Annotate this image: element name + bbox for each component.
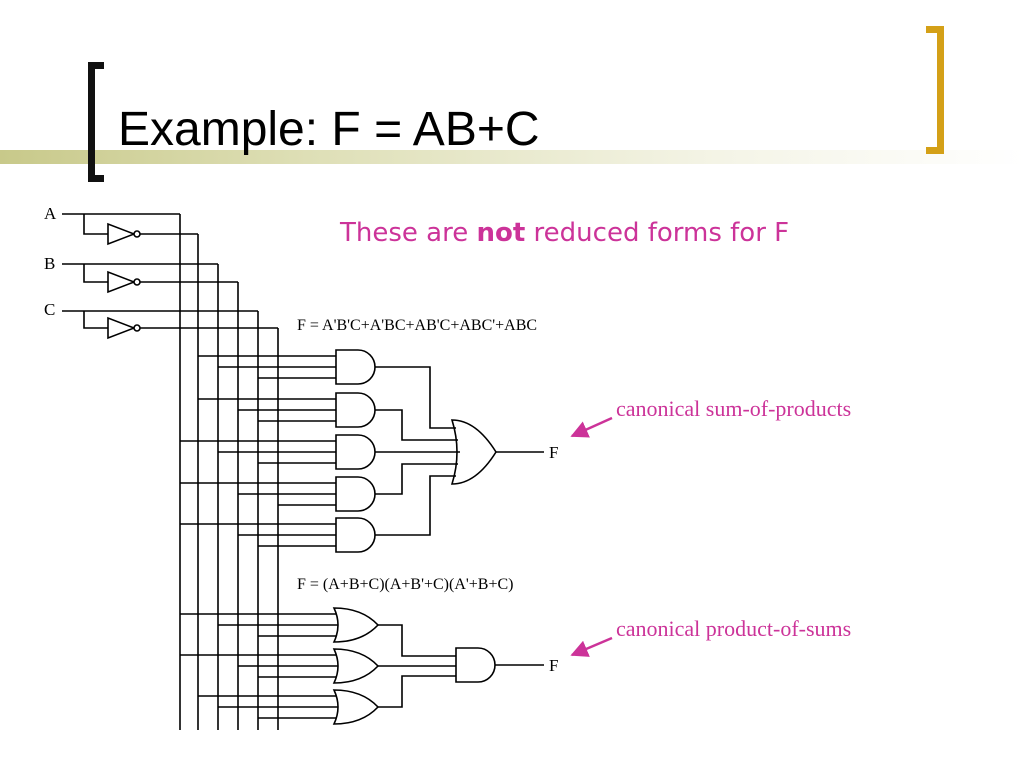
input-label-a: A <box>44 204 57 223</box>
sop-and-gates <box>335 349 376 553</box>
pos-label: canonical product-of-sums <box>616 616 851 641</box>
sop-gate-inputs <box>180 355 336 547</box>
pos-or-gates <box>332 607 380 725</box>
sop-output-label: F <box>549 443 558 462</box>
sop-expression: F = A'B'C+A'BC+AB'C+ABC'+ABC <box>297 317 537 334</box>
slide-title: Example: F = AB+C <box>118 103 540 156</box>
left-bracket-decoration <box>88 62 104 182</box>
note-bold: not <box>476 218 526 248</box>
sop-or-gate <box>450 419 497 485</box>
pos-and-inputs <box>378 624 456 708</box>
pos-arrow <box>570 636 613 657</box>
title-underline-band <box>0 150 1024 164</box>
input-label-c: C <box>44 300 55 319</box>
sop-or-inputs <box>375 366 460 536</box>
note-suffix: reduced forms for F <box>525 218 790 248</box>
input-wiring <box>62 213 279 730</box>
logic-circuit-diagram: A B C <box>44 204 851 730</box>
sop-label: canonical sum-of-products <box>616 396 851 421</box>
pos-output-label: F <box>549 656 558 675</box>
not-reduced-note: These are not reduced forms for F <box>340 218 789 248</box>
sop-arrow <box>570 416 613 438</box>
input-label-b: B <box>44 254 55 273</box>
pos-gate-inputs <box>180 613 338 719</box>
note-prefix: These are <box>340 218 477 248</box>
right-bracket-decoration <box>926 26 944 154</box>
pos-and-gate <box>455 647 496 683</box>
pos-expression: F = (A+B+C)(A+B'+C)(A'+B+C) <box>297 576 514 593</box>
